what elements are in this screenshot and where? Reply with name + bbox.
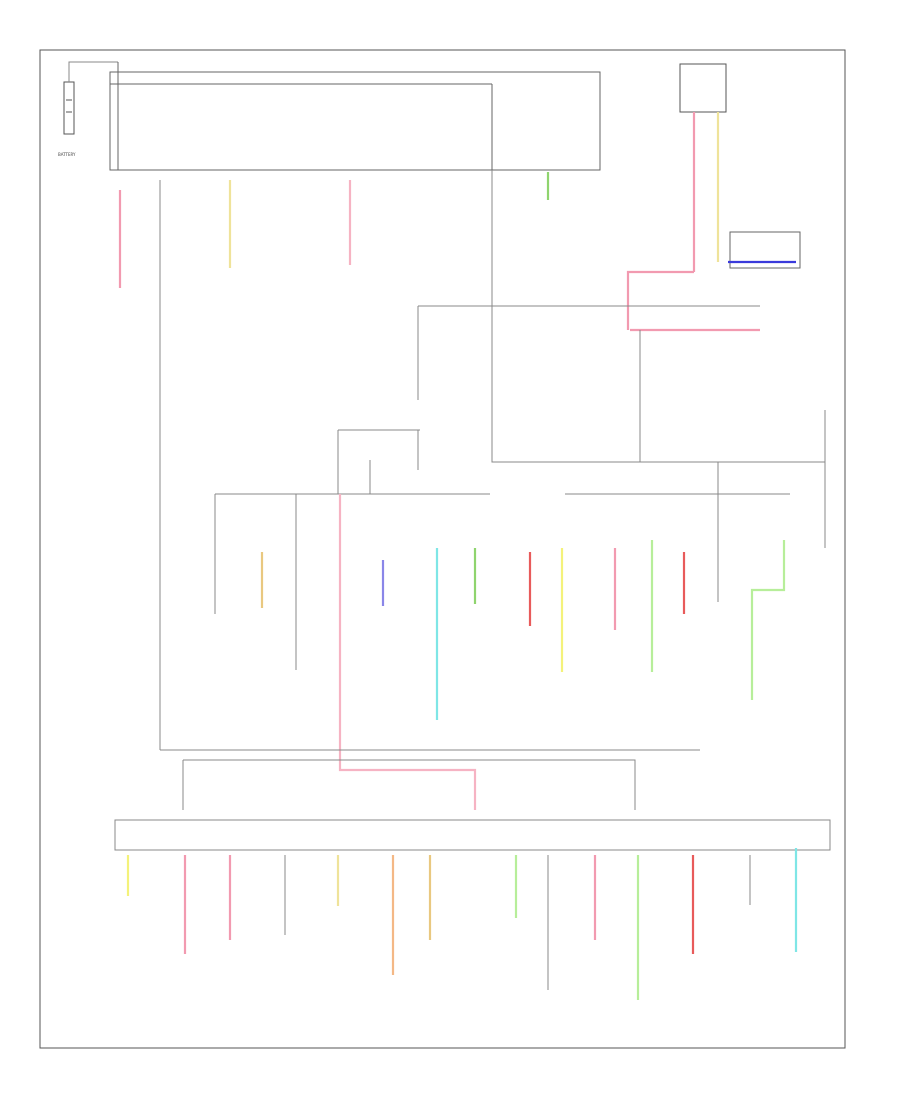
ignition-relay [337,429,420,494]
wire-19 [750,540,786,700]
wire-8 [626,270,694,330]
battery-label: BATTERY [58,152,76,157]
control-module-box [679,63,727,113]
switch-box [729,231,801,269]
wire-20 [338,494,477,810]
lower-rail [183,759,636,810]
battery-symbol: BATTERY [58,61,118,157]
ground-trunk-2 [491,170,825,463]
lower-fuse-block [114,819,831,851]
diagram-frame [39,49,846,1049]
fusible-link-box [109,62,601,171]
